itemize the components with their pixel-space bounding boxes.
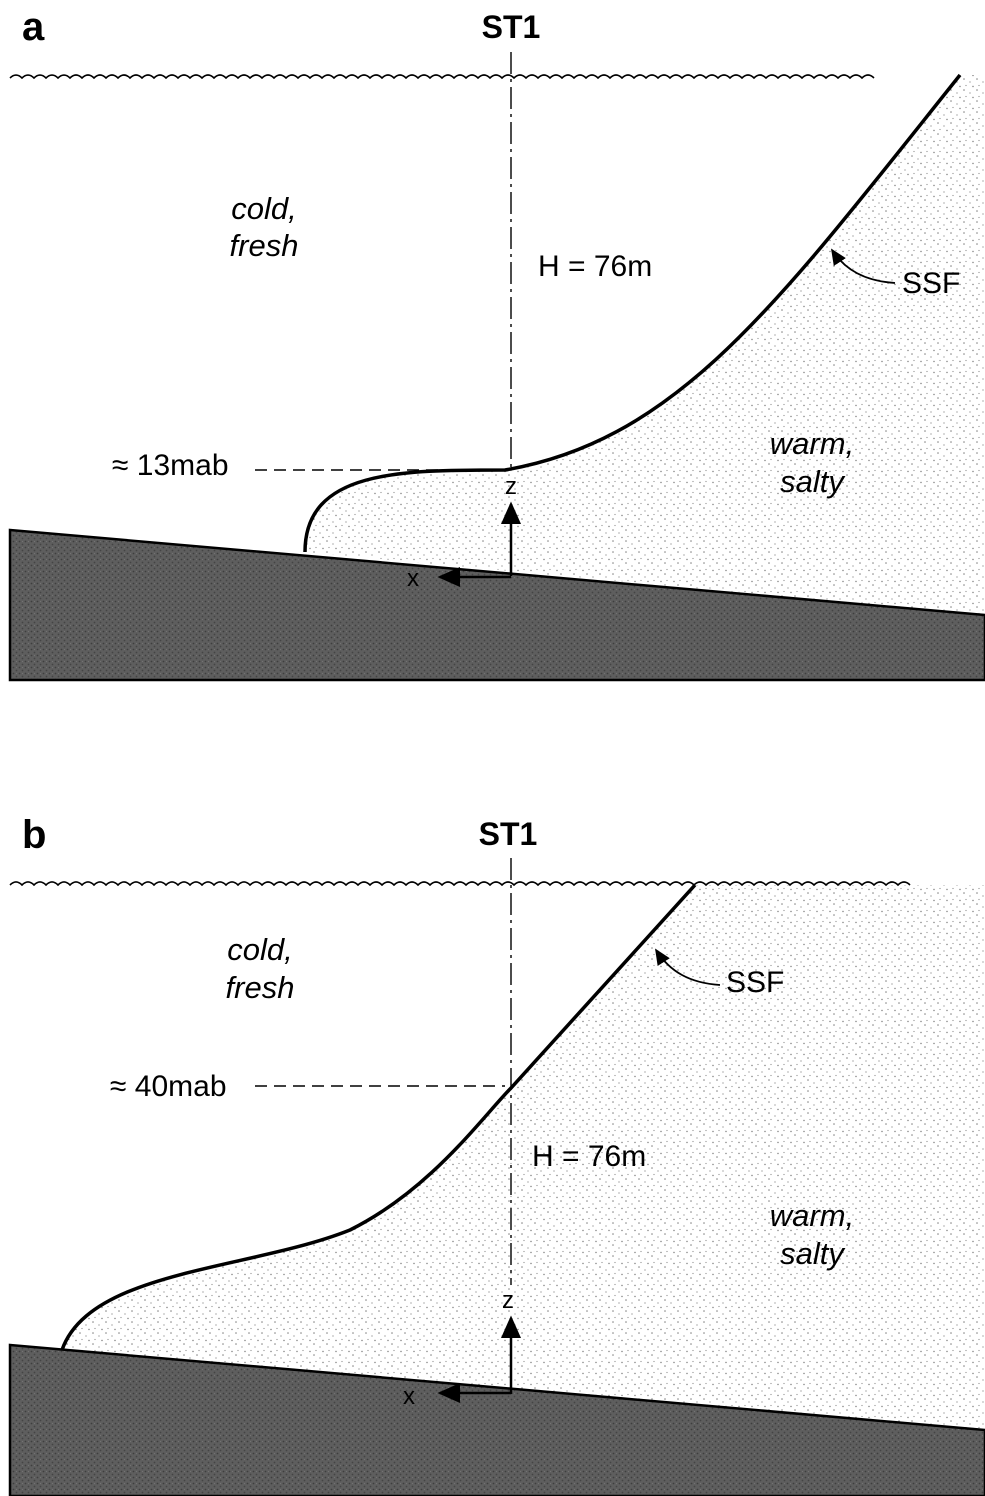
warm-salty-label-line2: salty <box>780 464 846 499</box>
depth-label: H = 76m <box>532 1140 646 1173</box>
height-label: ≈ 13mab <box>112 449 229 482</box>
seabed <box>8 1343 985 1496</box>
x-axis-label: x <box>403 1383 415 1410</box>
station-label: ST1 <box>479 816 538 852</box>
depth-label: H = 76m <box>538 250 652 283</box>
panel-b: b ST1 ≈ 40mab z x H = 76m cold, fresh wa… <box>8 813 985 1496</box>
sea-surface <box>9 881 911 887</box>
sea-surface <box>9 74 875 80</box>
cold-fresh-label-line2: fresh <box>226 970 295 1005</box>
seabed <box>8 528 985 682</box>
ssf-label: SSF <box>726 966 784 999</box>
x-axis-label: x <box>407 565 419 592</box>
ssf-label: SSF <box>902 267 960 300</box>
ssf-pointer-arrow <box>655 948 721 986</box>
z-axis-label: z <box>505 473 517 500</box>
cold-fresh-label-line1: cold, <box>227 932 292 967</box>
panel-letter: b <box>22 813 46 857</box>
height-label: ≈ 40mab <box>110 1070 227 1103</box>
cold-fresh-label-line2: fresh <box>230 228 299 263</box>
warm-salty-label-line2: salty <box>780 1236 846 1271</box>
panel-letter: a <box>22 5 45 49</box>
shelf-slope-front-line <box>303 73 962 553</box>
panel-a: a ST1 ≈ 13mab z x H = 76m cold, fresh wa… <box>8 5 985 682</box>
station-label: ST1 <box>482 9 541 45</box>
shelf-slope-front-line <box>60 883 697 1351</box>
warm-salty-region <box>305 75 985 615</box>
warm-salty-label-line1: warm, <box>770 426 854 461</box>
warm-salty-label-line1: warm, <box>770 1198 854 1233</box>
cold-fresh-label-line1: cold, <box>231 191 296 226</box>
z-axis-label: z <box>502 1287 514 1314</box>
warm-salty-region <box>62 885 985 1430</box>
ssf-pointer-arrow <box>831 248 896 284</box>
